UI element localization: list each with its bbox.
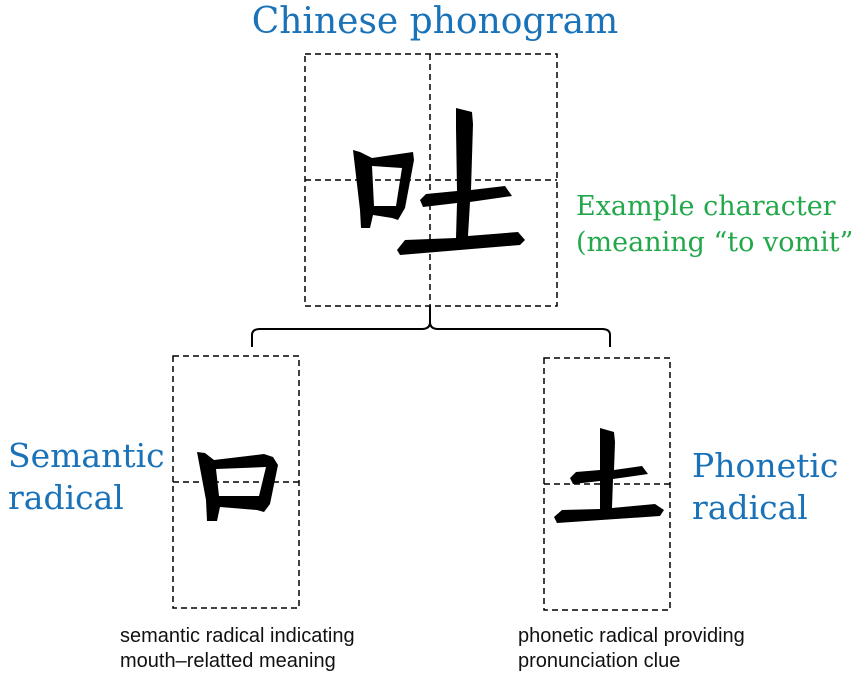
semantic-radical-glyph xyxy=(197,452,278,521)
phonetic-radical-glyph xyxy=(554,428,664,523)
phonetic-caption-line2: pronunciation clue xyxy=(518,650,681,672)
phonetic-label-line1: Phonetic xyxy=(692,446,839,485)
phonetic-label-line2: radical xyxy=(692,488,808,527)
example-character-box xyxy=(304,53,558,307)
tree-connector xyxy=(251,306,611,347)
phonetic-caption-line1: phonetic radical providing xyxy=(518,625,745,647)
semantic-caption-line2: mouth–relatted meaning xyxy=(120,650,336,672)
phonetic-radical-label: Phonetic radical xyxy=(692,445,838,529)
example-label-line1: Example character xyxy=(576,191,836,222)
example-character-label: Example character (meaning “to vomit”) xyxy=(576,189,851,261)
semantic-label-line2: radical xyxy=(8,478,124,517)
example-character-glyph xyxy=(353,108,525,255)
phonetic-caption: phonetic radical providing pronunciation… xyxy=(518,624,745,674)
example-label-line2: (meaning “to vomit”) xyxy=(576,227,851,258)
semantic-caption: semantic radical indicating mouth–relatt… xyxy=(120,624,355,674)
semantic-radical-box xyxy=(172,355,300,609)
semantic-caption-line1: semantic radical indicating xyxy=(120,625,355,647)
semantic-label-line1: Semantic xyxy=(8,436,165,475)
semantic-radical-label: Semantic radical xyxy=(8,435,165,519)
diagram-title: Chinese phonogram xyxy=(251,1,619,42)
